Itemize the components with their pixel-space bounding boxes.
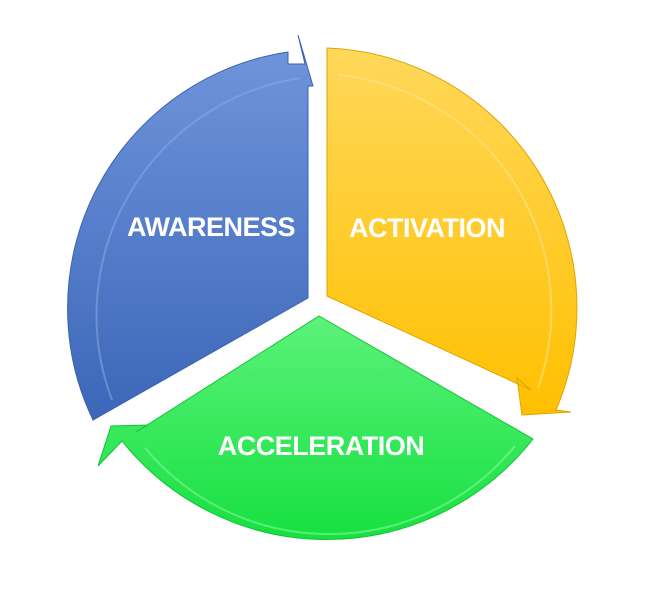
awareness-inner-highlight	[95, 77, 301, 401]
acceleration-label: ACCELERATION	[218, 431, 425, 461]
activation-inner-highlight	[337, 74, 553, 389]
segment-awareness: AWARENESS	[67, 34, 314, 421]
activation-arrow-shape	[326, 47, 578, 416]
acceleration-arrow-shape	[97, 315, 534, 540]
segment-activation: ACTIVATION	[326, 47, 578, 416]
acceleration-inner-highlight	[144, 445, 516, 536]
awareness-arrow-shape	[67, 34, 314, 421]
awareness-label: AWARENESS	[127, 212, 295, 242]
segment-acceleration: ACCELERATION	[97, 315, 534, 540]
activation-label: ACTIVATION	[349, 213, 505, 243]
